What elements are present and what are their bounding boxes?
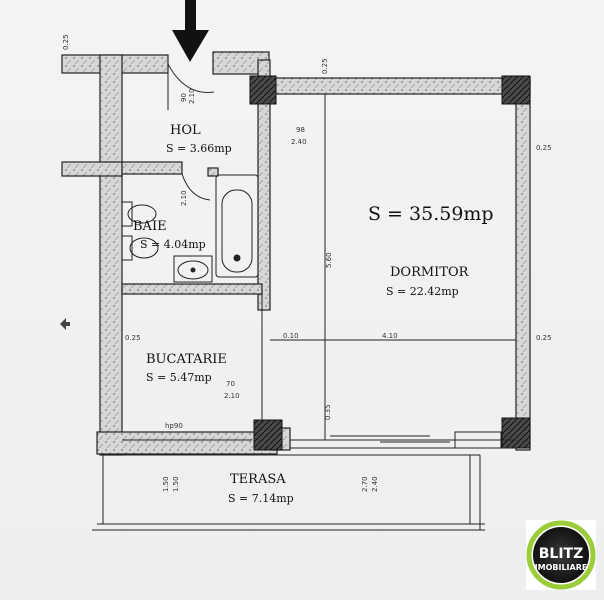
- room-area-baie: S = 4.04mp: [140, 238, 206, 251]
- room-area-bucatarie: S = 5.47mp: [146, 371, 212, 384]
- room-labels: HOL S = 3.66mp BAIE S = 4.04mp BUCATARIE…: [133, 123, 494, 505]
- dim-hol-right-2: 2.40: [291, 138, 307, 146]
- room-name-bucatarie: BUCATARIE: [146, 352, 227, 367]
- dim-hol-right-1: 98: [296, 126, 305, 134]
- logo-line2: IMOBILIARE: [535, 563, 588, 572]
- dim-wall-left-mid: 0.25: [125, 334, 141, 342]
- dim-terasa-left-2: 1.50: [172, 476, 180, 492]
- dim-buc-vert: 0.35: [324, 404, 332, 420]
- dim-dorm-mid-right: 4.10: [382, 332, 398, 340]
- dim-hol-door-2: 2.10: [188, 88, 196, 104]
- total-area: S = 35.59mp: [368, 203, 494, 225]
- blitz-logo: BLITZ IMOBILIARE: [526, 520, 596, 590]
- dim-terasa-right-2: 2.40: [371, 476, 379, 492]
- dim-hp: hp90: [165, 422, 183, 430]
- room-name-baie: BAIE: [133, 219, 167, 234]
- room-area-hol: S = 3.66mp: [166, 142, 232, 155]
- entrance-arrow-icon: [172, 0, 209, 62]
- interior-lines: [92, 63, 516, 531]
- dimension-labels: 90 2.10 98 2.40 2.10 70 2.10 hp90 1.50 1…: [62, 34, 552, 492]
- dim-terasa-right-1: 2.70: [361, 476, 369, 492]
- room-area-terasa: S = 7.14mp: [228, 492, 294, 505]
- room-name-terasa: TERASA: [230, 472, 286, 487]
- room-name-dormitor: DORMITOR: [390, 265, 470, 280]
- north-arrow-icon: [60, 318, 70, 330]
- dim-buc-door-1: 70: [226, 380, 235, 388]
- dim-buc-door-2: 2.10: [224, 392, 240, 400]
- room-name-hol: HOL: [170, 123, 201, 138]
- room-area-dormitor: S = 22.42mp: [386, 285, 459, 298]
- dim-wall-right-mid: 0.25: [536, 334, 552, 342]
- pillars: [249, 75, 531, 451]
- dim-terasa-left-1: 1.50: [162, 476, 170, 492]
- dim-wall-right-top: 0.25: [536, 144, 552, 152]
- dim-baie-door: 2.10: [180, 190, 188, 206]
- dim-dorm-vert: 5.60: [325, 252, 333, 268]
- dim-wall-top: 0.25: [321, 58, 329, 74]
- logo-line1: BLITZ: [539, 546, 584, 562]
- dim-wall-left: 0.25: [62, 34, 70, 50]
- dim-dorm-mid-left: 0.10: [283, 332, 299, 340]
- dim-hol-door-1: 90: [180, 93, 188, 102]
